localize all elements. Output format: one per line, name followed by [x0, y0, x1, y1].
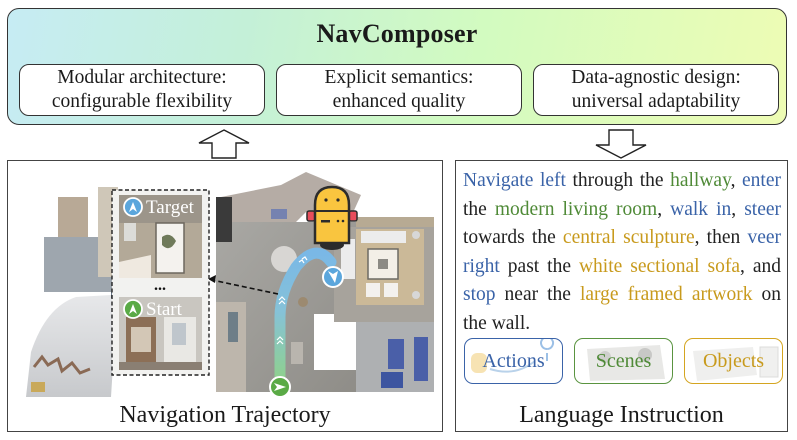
feature-line: configurable flexibility: [51, 91, 233, 112]
objects-label: Objects: [702, 349, 765, 372]
instruction-action-segment: stop: [463, 284, 496, 305]
navigation-trajectory-panel: Target ... Start Navigation Trajectory: [7, 160, 443, 432]
language-instruction-panel: Navigate left through the hallway, enter…: [455, 160, 788, 432]
frames-ellipsis: ...: [154, 277, 166, 294]
instruction-action-segment: steer: [744, 198, 782, 220]
actions-label: Actions: [482, 349, 545, 372]
scenes-background-icon: [587, 345, 665, 381]
navcomposer-title: NavComposer: [316, 19, 478, 48]
leader-arrowhead: [208, 275, 216, 283]
language-instruction-caption: Language Instruction: [519, 402, 724, 428]
instruction-text: Navigate left through the hallway, enter…: [463, 167, 781, 338]
floor-plan-map: Target ... Start: [26, 172, 434, 397]
trajectory-frames: Target ... Start: [111, 189, 210, 376]
feature-modular-architecture: Modular architecture: configurable flexi…: [19, 64, 265, 116]
target-marker-icon: [322, 266, 344, 288]
up-arrow-icon: [198, 129, 250, 159]
path-chevrons: [276, 256, 308, 345]
instruction-object-segment: large framed artwork: [579, 284, 753, 305]
instruction-plain-segment: , then: [694, 227, 748, 248]
start-marker-icon: [269, 376, 291, 397]
scenes-label: Scenes: [595, 349, 652, 372]
instruction-plain-segment: on the wall.: [463, 284, 781, 334]
instruction-action-segment: Navigate left: [463, 170, 566, 191]
instruction-object-segment: white sectional sofa: [578, 255, 741, 277]
feature-data-agnostic-design: Data-agnostic design: universal adaptabi…: [533, 64, 779, 116]
instruction-action-segment: veer right: [463, 227, 781, 277]
start-frame: Start: [119, 297, 202, 370]
actions-background-icon: [471, 339, 555, 373]
main-floor: [216, 172, 382, 392]
instruction-scene-segment: modern living room: [494, 198, 658, 220]
instruction-plain-segment: ,: [730, 170, 743, 191]
trajectory-path: [274, 247, 337, 389]
feature-line: Modular architecture:: [57, 67, 227, 88]
scenes-tag: Scenes: [574, 338, 673, 384]
target-frame: Target: [119, 195, 202, 278]
start-label: Start: [146, 299, 183, 320]
target-label: Target: [146, 197, 195, 218]
instruction-plain-segment: past the: [499, 255, 579, 277]
feature-line: enhanced quality: [332, 91, 466, 112]
navcomposer-panel: NavComposer Modular architecture: config…: [7, 8, 787, 125]
instruction-action-segment: enter: [742, 170, 781, 191]
leader-line: [211, 279, 279, 295]
down-arrow-icon: [595, 129, 647, 159]
objects-tag: Objects: [684, 338, 783, 384]
feature-explicit-semantics: Explicit semantics: enhanced quality: [276, 64, 522, 116]
navigation-trajectory-caption: Navigation Trajectory: [119, 402, 331, 428]
robot-icon: [306, 185, 358, 250]
living-room: [334, 217, 434, 392]
instruction-plain-segment: , and: [740, 255, 782, 277]
instruction-plain-segment: towards the: [463, 227, 563, 248]
instruction-scene-segment: hallway: [670, 170, 731, 191]
instruction-action-segment: walk in: [670, 198, 732, 220]
instruction-plain-segment: the: [463, 198, 495, 220]
instruction-plain-segment: ,: [731, 198, 745, 220]
instruction-plain-segment: through the: [565, 170, 671, 191]
actions-tag: Actions: [464, 338, 563, 384]
instruction-plain-segment: ,: [657, 198, 671, 220]
left-wing-rooms: [26, 187, 121, 397]
instruction-object-segment: central sculpture: [562, 227, 695, 248]
objects-background-icon: [693, 346, 779, 381]
feature-line: universal adaptability: [571, 91, 741, 112]
instruction-plain-segment: near the: [495, 284, 580, 305]
feature-line: Data-agnostic design:: [571, 67, 741, 88]
feature-line: Explicit semantics:: [324, 67, 474, 88]
